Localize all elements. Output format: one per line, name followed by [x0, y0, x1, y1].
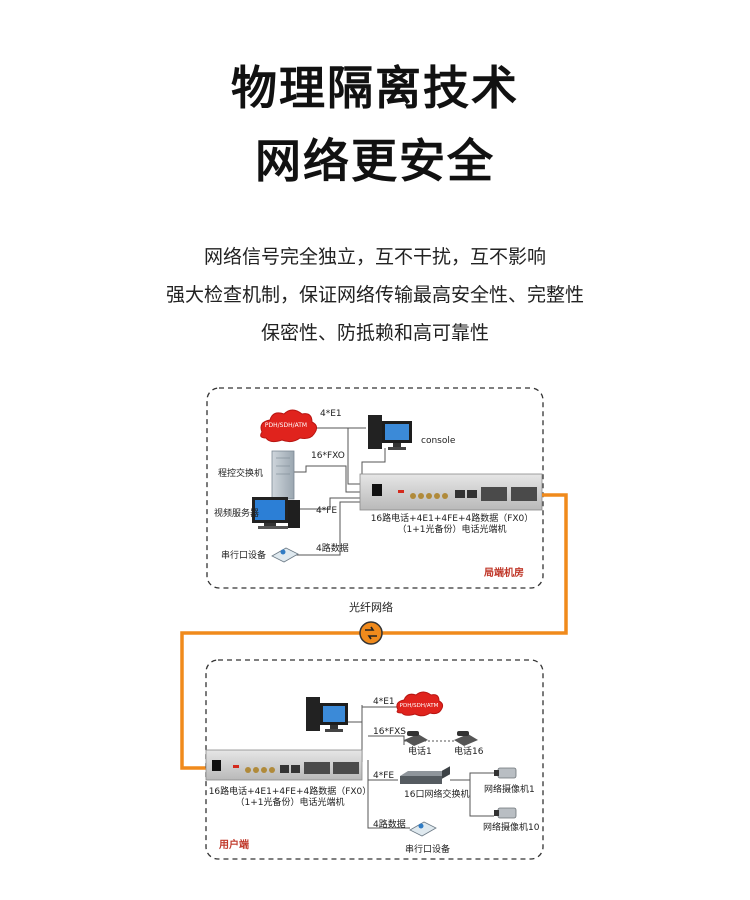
- central-device-caption-2: （1+1光备份）电话光端机: [398, 523, 507, 535]
- user-end-region-label: 用户端: [218, 838, 249, 851]
- user-data-label: 4路数据: [373, 818, 406, 830]
- central-office-region: [206, 387, 544, 589]
- phone-1-label: 电话1: [408, 745, 432, 757]
- user-serial-label: 串行口设备: [405, 843, 450, 855]
- central-serial-device-icon: [271, 547, 299, 563]
- user-optical-terminal: [205, 749, 363, 781]
- fiber-line-lower: [180, 631, 360, 770]
- central-office-connectors: [293, 427, 386, 556]
- central-fxo-label: 16*FXO: [311, 451, 345, 461]
- central-device-caption-1: 16路电话+4E1+4FE+4路数据（FX0）: [371, 512, 534, 524]
- pbx-cabinet-icon: [271, 450, 295, 500]
- central-serial-label: 串行口设备: [221, 549, 266, 561]
- user-fe-label: 4*FE: [373, 771, 394, 781]
- user-fxs-label: 16*FXS: [373, 727, 406, 737]
- page-title-line2: 网络更安全: [255, 134, 495, 188]
- user-device-caption-2: （1+1光备份）电话光端机: [236, 796, 345, 808]
- description-line-3: 保密性、防抵赖和高可靠性: [260, 322, 489, 344]
- fiber-label: 光纤网络: [349, 600, 393, 614]
- camera-10-icon: [494, 807, 517, 819]
- user-serial-device-icon: [409, 821, 437, 837]
- central-cloud-label: PDH/SDH/ATM: [265, 422, 307, 429]
- central-e1-label: 4*E1: [320, 409, 342, 419]
- video-server-label: 视频服务器: [214, 507, 259, 519]
- phone-1-icon: [404, 731, 428, 746]
- central-cloud-icon: PDH/SDH/ATM: [260, 409, 318, 443]
- phone-16-icon: [454, 731, 478, 746]
- description-line-1: 网络信号完全独立，互不干扰，互不影响: [203, 246, 546, 268]
- video-server-icon: [252, 497, 300, 529]
- central-fe-label: 4*FE: [316, 506, 337, 516]
- user-cloud-label: PDH/SDH/ATM: [400, 703, 439, 709]
- phone-16-label: 电话16: [454, 745, 484, 757]
- central-office-region-label: 局端机房: [483, 566, 524, 579]
- camera-10-label: 网络摄像机10: [483, 821, 540, 833]
- user-device-caption-1: 16路电话+4E1+4FE+4路数据（FX0）: [209, 785, 372, 797]
- user-e1-label: 4*E1: [373, 697, 395, 707]
- user-computer-icon: [306, 697, 348, 732]
- console-label: console: [421, 436, 456, 446]
- pbx-label: 程控交换机: [218, 467, 263, 479]
- user-cloud-icon: PDH/SDH/ATM: [396, 691, 444, 717]
- user-end-connectors: [348, 705, 495, 829]
- network-switch-icon: [400, 766, 450, 784]
- central-optical-terminal: [359, 473, 543, 511]
- central-data-label: 4路数据: [316, 542, 349, 554]
- fiber-line-upper: [382, 493, 568, 635]
- user-end-region: [205, 659, 544, 860]
- fiber-link-icon: [359, 621, 383, 645]
- page-title-line1: 物理隔离技术: [231, 61, 519, 115]
- camera-1-icon: [494, 767, 517, 779]
- switch-label: 16口网络交换机: [404, 788, 469, 800]
- console-computer-icon: [368, 415, 412, 450]
- description-line-2: 强大检查机制，保证网络传输最高安全性、完整性: [165, 284, 584, 306]
- camera-1-label: 网络摄像机1: [484, 783, 535, 795]
